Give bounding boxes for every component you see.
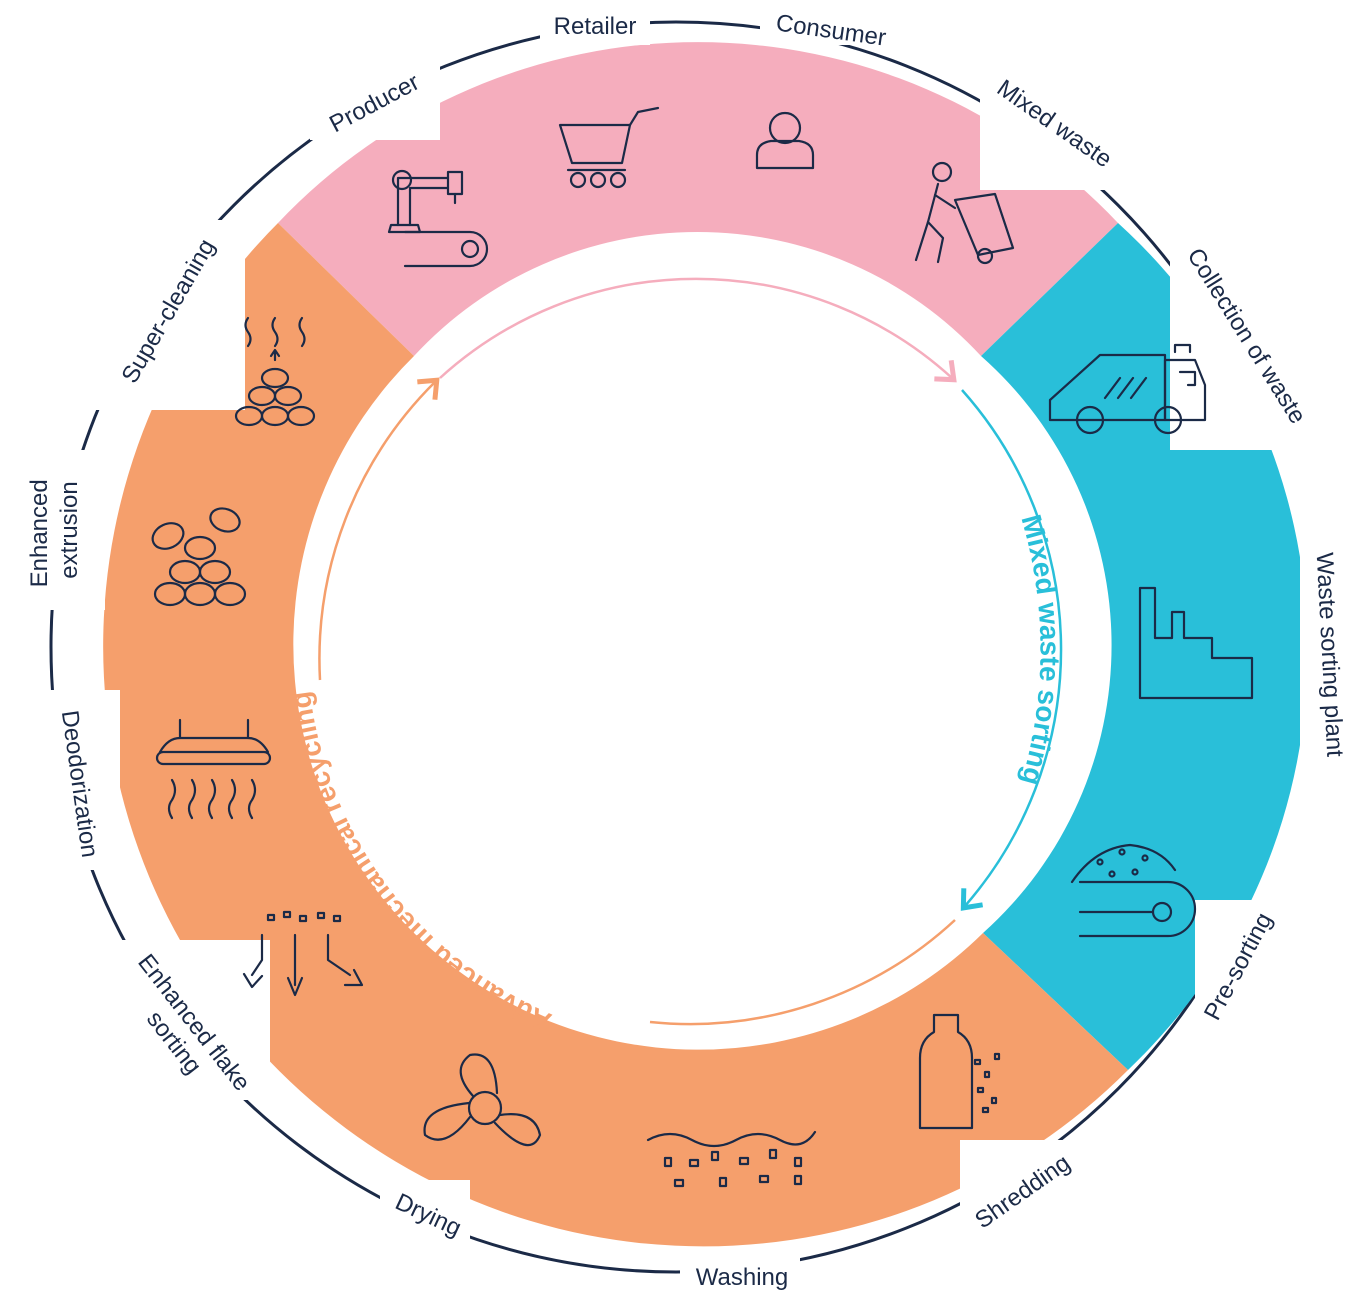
bottle-shredding-icon bbox=[918, 1013, 1001, 1130]
conveyor-pile-icon bbox=[1070, 843, 1197, 938]
person-icon bbox=[755, 111, 815, 170]
phase-label-mixed-waste-sorting: Mixed waste sorting bbox=[1015, 511, 1065, 788]
water-flakes-icon bbox=[646, 1130, 817, 1188]
value-chain-arrow bbox=[439, 277, 957, 383]
value-chain-segment bbox=[278, 42, 1118, 357]
stage-label-washing: Washing bbox=[696, 1264, 788, 1291]
robot-arm-conveyor-icon bbox=[387, 169, 489, 268]
pellet-pile-icon bbox=[151, 507, 247, 607]
label-gaps bbox=[15, 5, 1350, 1292]
advanced-recycling-arrow-lower bbox=[649, 919, 956, 1026]
garbage-truck-icon bbox=[1048, 343, 1207, 435]
advanced-recycling-arrow-upper bbox=[318, 377, 440, 681]
steaming-pellets-icon bbox=[234, 316, 316, 427]
heat-hood-icon bbox=[155, 718, 272, 820]
factory-icon bbox=[1138, 586, 1254, 700]
flake-sorting-arrows-icon bbox=[242, 910, 364, 997]
advanced-recycling-segment bbox=[103, 223, 1129, 1247]
person-pushing-bin-icon bbox=[914, 161, 1015, 265]
shopping-cart-icon bbox=[558, 106, 660, 189]
stage-label-enhanced-extrusion: Enhanced extrusion bbox=[26, 473, 83, 588]
fan-icon bbox=[423, 1053, 542, 1147]
mixed-waste-sorting-arrow bbox=[960, 389, 1063, 911]
stage-label-retailer: Retailer bbox=[554, 13, 637, 40]
